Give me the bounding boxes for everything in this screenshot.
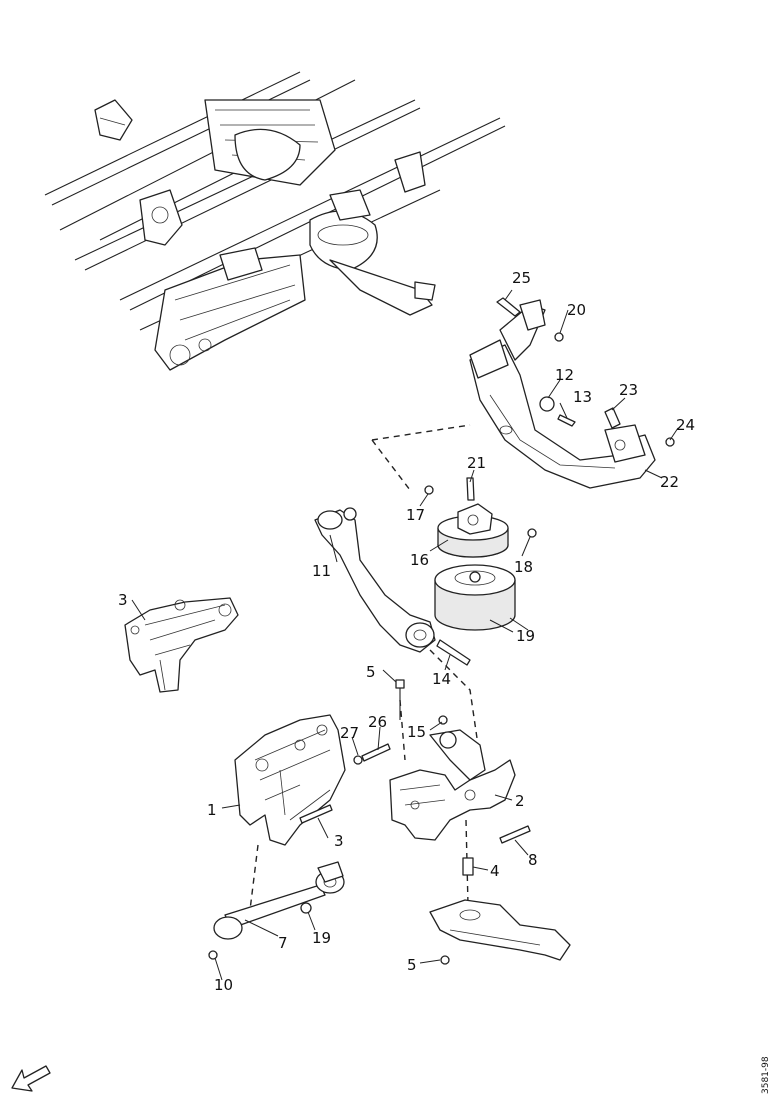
callout-24: 24 [676, 416, 695, 434]
callout-14: 14 [432, 670, 451, 688]
bolt-8 [499, 825, 531, 844]
lower-rubber-mount [434, 564, 516, 631]
vehicle-frame-overview [44, 71, 506, 371]
assembly-line [399, 699, 406, 761]
direction-arrow-icon [11, 1065, 51, 1092]
washer-27 [353, 755, 363, 765]
callout-1: 1 [207, 801, 217, 819]
bolt-9 [299, 804, 333, 824]
callout-2: 2 [515, 792, 525, 810]
nut-10 [208, 950, 218, 960]
callout-23: 23 [619, 381, 638, 399]
callout-3: 3 [118, 591, 128, 609]
bolt-5-upper [395, 679, 405, 720]
nut-18 [527, 528, 537, 538]
leader-lines [131, 289, 679, 981]
torque-arm [314, 507, 436, 653]
callout-21: 21 [467, 454, 486, 472]
callout-labels: 25 20 12 13 23 24 22 21 17 16 18 11 19 1… [118, 269, 695, 994]
nut-15 [438, 715, 448, 725]
assembly-line [465, 819, 469, 906]
assembly-line [429, 649, 479, 746]
assembly-line [249, 844, 259, 911]
callout-27: 27 [340, 724, 359, 742]
callout-22: 22 [660, 473, 679, 491]
main-engine-bracket [234, 714, 346, 846]
callout-25: 25 [512, 269, 531, 287]
callout-12: 12 [555, 366, 574, 384]
nut-5-lower [440, 955, 450, 965]
callout-20: 20 [567, 301, 586, 319]
nut-17 [424, 485, 434, 495]
callout-11: 11 [312, 562, 331, 580]
callout-9: 3 [334, 832, 344, 850]
lower-support-plate [429, 899, 571, 961]
callout-17: 17 [406, 506, 425, 524]
gearbox-bracket [389, 729, 516, 841]
callout-8: 8 [528, 851, 538, 869]
callout-18: 18 [514, 558, 533, 576]
reference-code: 3581-98 [761, 1056, 771, 1094]
callout-7: 7 [278, 934, 288, 952]
callout-19: 19 [516, 627, 535, 645]
left-engine-bracket [124, 597, 239, 693]
washer-19b [300, 902, 312, 914]
assembly-line [371, 439, 411, 491]
callout-5: 5 [366, 663, 376, 681]
callout-19-lower: 19 [312, 929, 331, 947]
upper-rubber-mount [437, 503, 509, 558]
callout-15: 15 [407, 723, 426, 741]
callout-13: 13 [573, 388, 592, 406]
spacer-4 [462, 857, 474, 876]
callout-16: 16 [410, 551, 429, 569]
callout-5-lower: 5 [407, 956, 417, 974]
rear-crossmember [469, 299, 656, 489]
callout-26: 26 [368, 713, 387, 731]
bolt-14 [436, 639, 471, 666]
callout-10: 10 [214, 976, 233, 994]
callout-4: 4 [490, 862, 500, 880]
assembly-line [371, 424, 471, 441]
bolt-26 [361, 743, 391, 762]
crossmember-fasteners [496, 297, 675, 447]
tie-rod [213, 861, 345, 940]
